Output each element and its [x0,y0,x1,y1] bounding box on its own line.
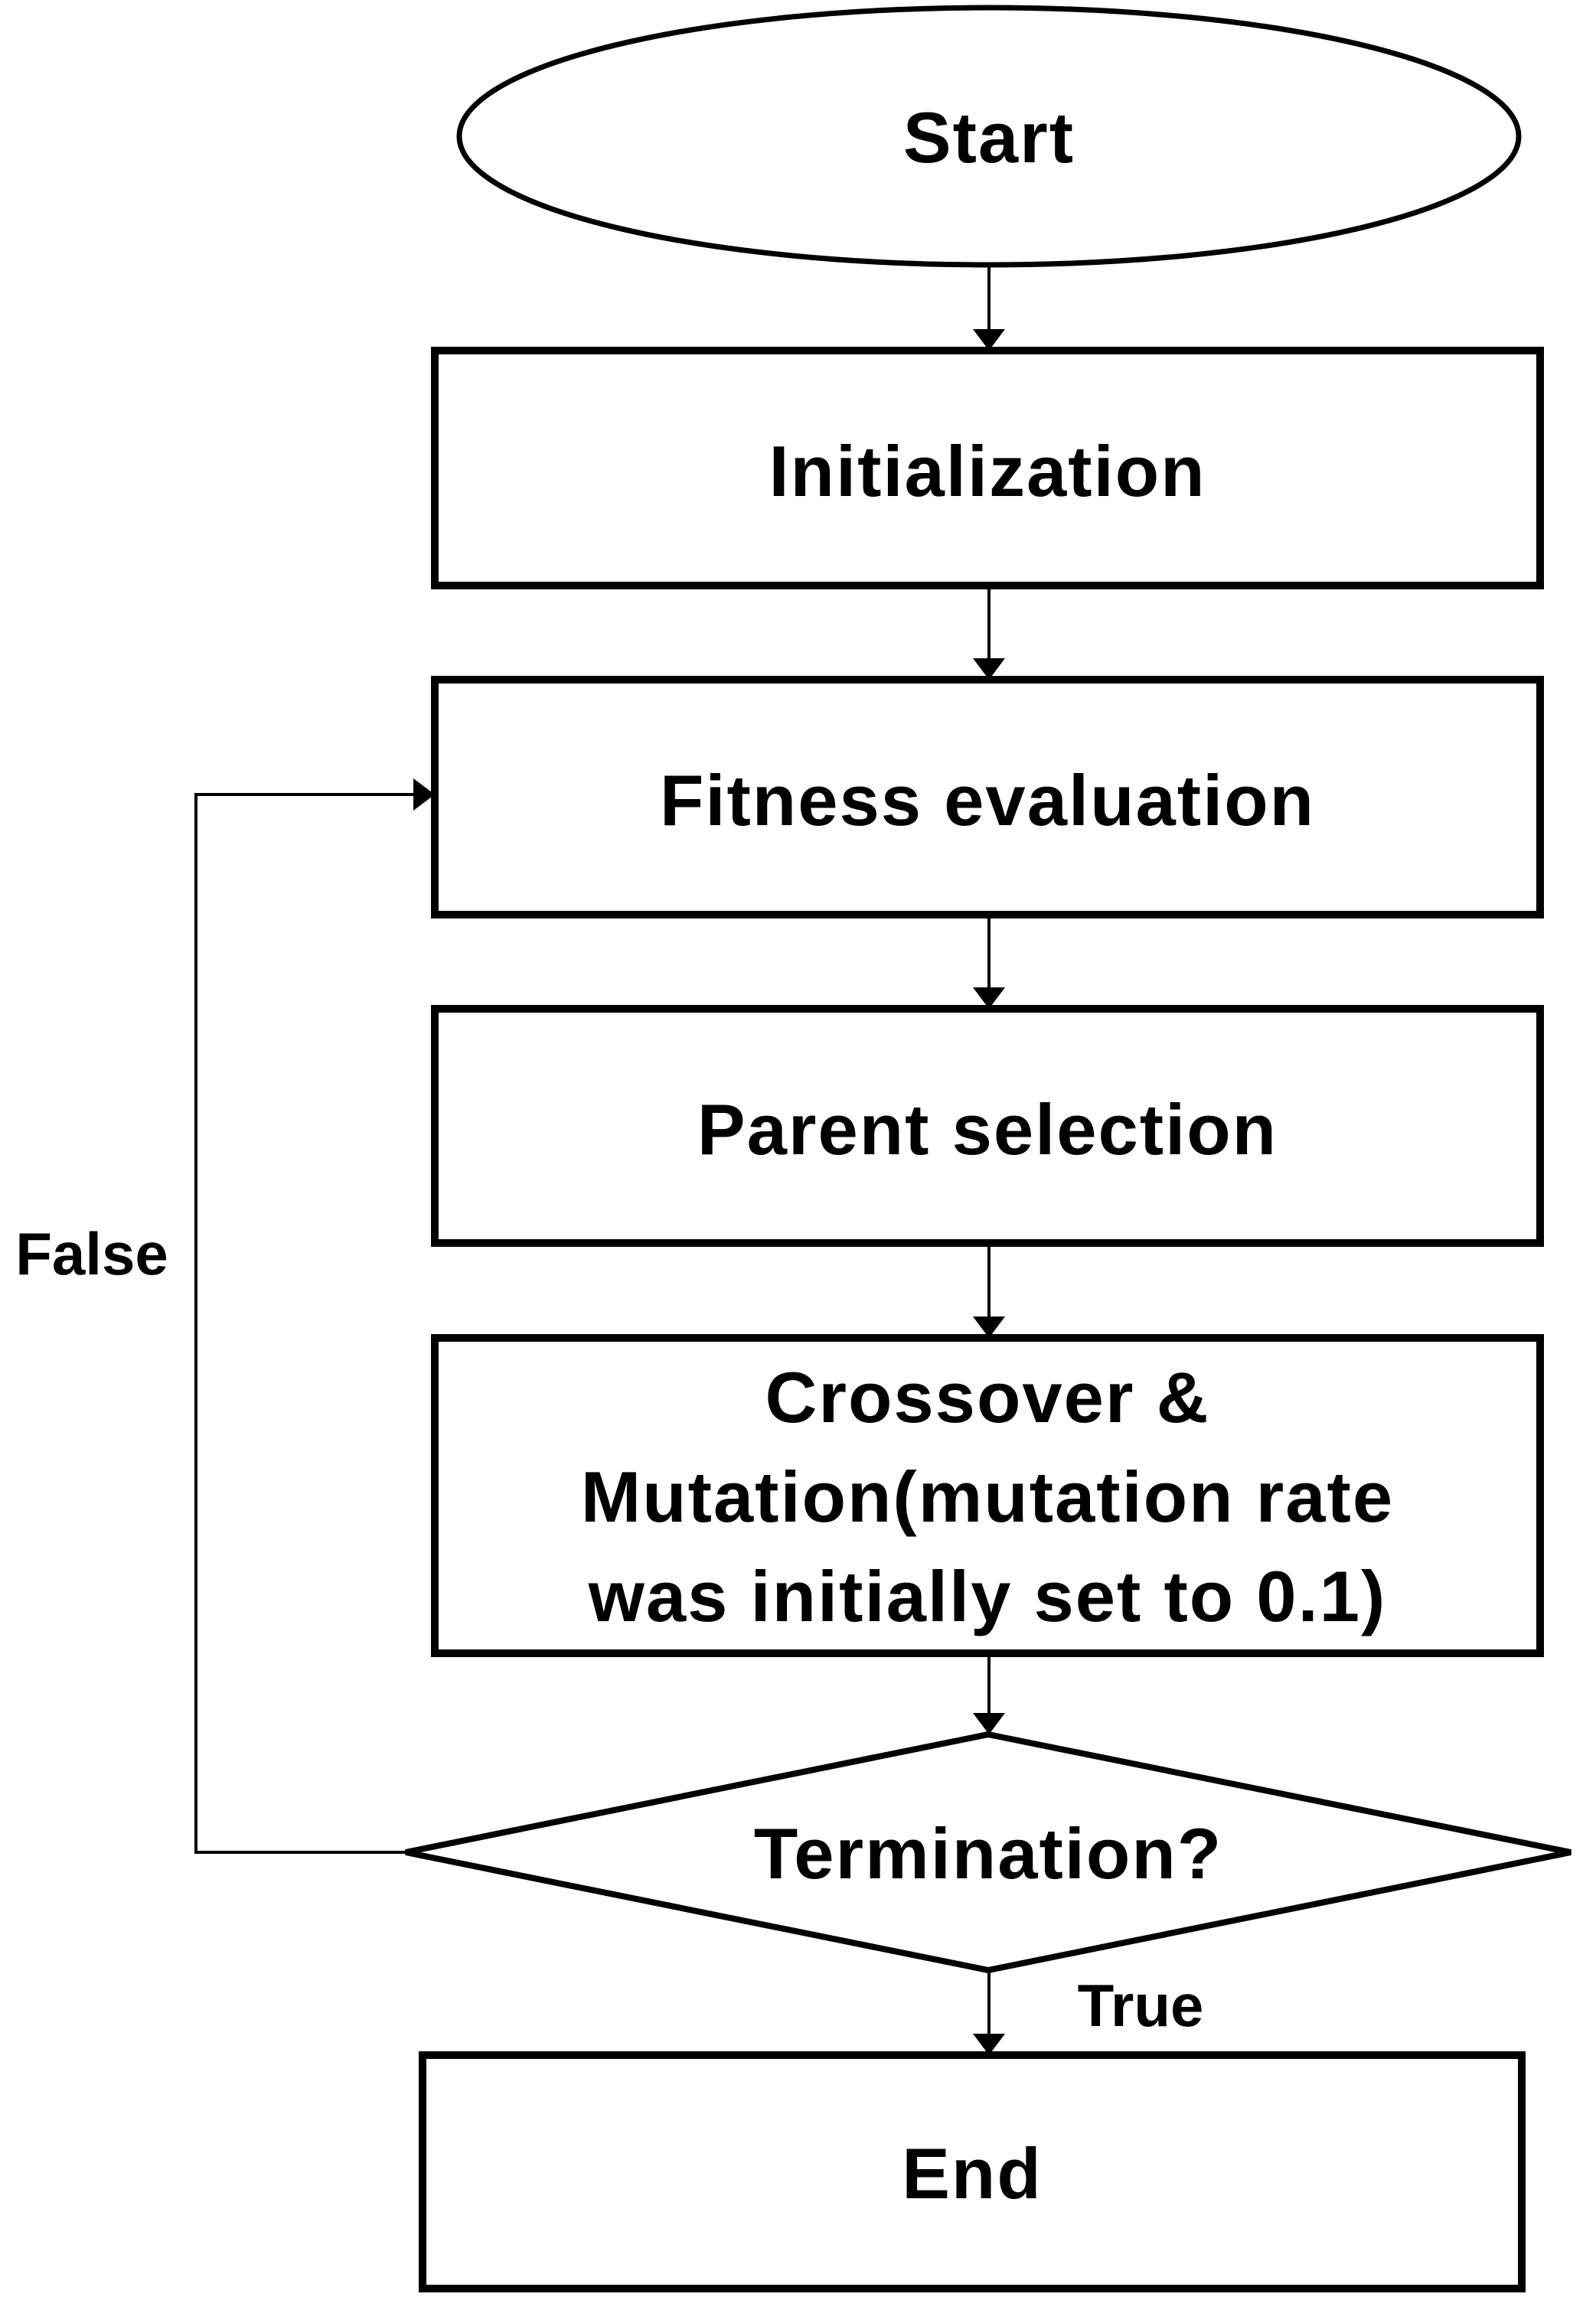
false-edge-label: False [15,1220,168,1287]
parent-selection-box [431,1005,1544,1247]
arrow-initialization-to-fitness [973,586,1005,680]
start-label: Start [903,97,1075,178]
start-ellipse [456,5,1522,268]
arrowhead-down-icon [973,2034,1005,2055]
arrow-termination-true-to-end [973,1970,1005,2055]
crossover-mutation-label-line2: Mutation(mutation rate [581,1457,1394,1537]
arrow-crossover-to-termination [973,1653,1005,1734]
crossover-mutation-label-line3: was initially set to 0.1) [588,1556,1387,1636]
arrowhead-down-icon [973,987,1005,1009]
termination-node: Termination? [405,1731,1572,1974]
termination-label: Termination? [754,1813,1222,1894]
end-label: End [902,2133,1043,2214]
start-node: Start [456,5,1522,268]
arrowhead-down-icon [973,329,1005,351]
parent-selection-label: Parent selection [697,1089,1278,1170]
fitness-evaluation-label: Fitness evaluation [660,760,1315,840]
initialization-label: Initialization [769,431,1206,511]
arrowhead-down-icon [973,658,1005,680]
parent-selection-node: Parent selection [431,1005,1544,1247]
fitness-evaluation-box [431,676,1544,918]
fitness-evaluation-node: Fitness evaluation [431,676,1544,918]
arrowhead-down-icon [973,1713,1005,1734]
termination-diamond [405,1731,1572,1974]
initialization-node: Initialization [431,347,1544,589]
initialization-box [431,347,1544,589]
crossover-mutation-node: Crossover & Mutation(mutation rate was i… [431,1334,1544,1657]
arrow-start-to-initialization [973,265,1005,351]
arrowhead-right-icon [413,778,435,811]
end-box [419,2051,1526,2292]
arrow-fitness-to-parent [973,915,1005,1009]
crossover-mutation-box [431,1334,1544,1657]
crossover-mutation-label-line1: Crossover & [765,1357,1210,1437]
arrowhead-down-icon [973,1317,1005,1338]
arrow-parent-to-crossover [973,1243,1005,1338]
end-node: End [419,2051,1526,2292]
true-edge-label: True [1078,1972,1204,2039]
arrow-termination-false-to-fitness [194,778,435,1854]
